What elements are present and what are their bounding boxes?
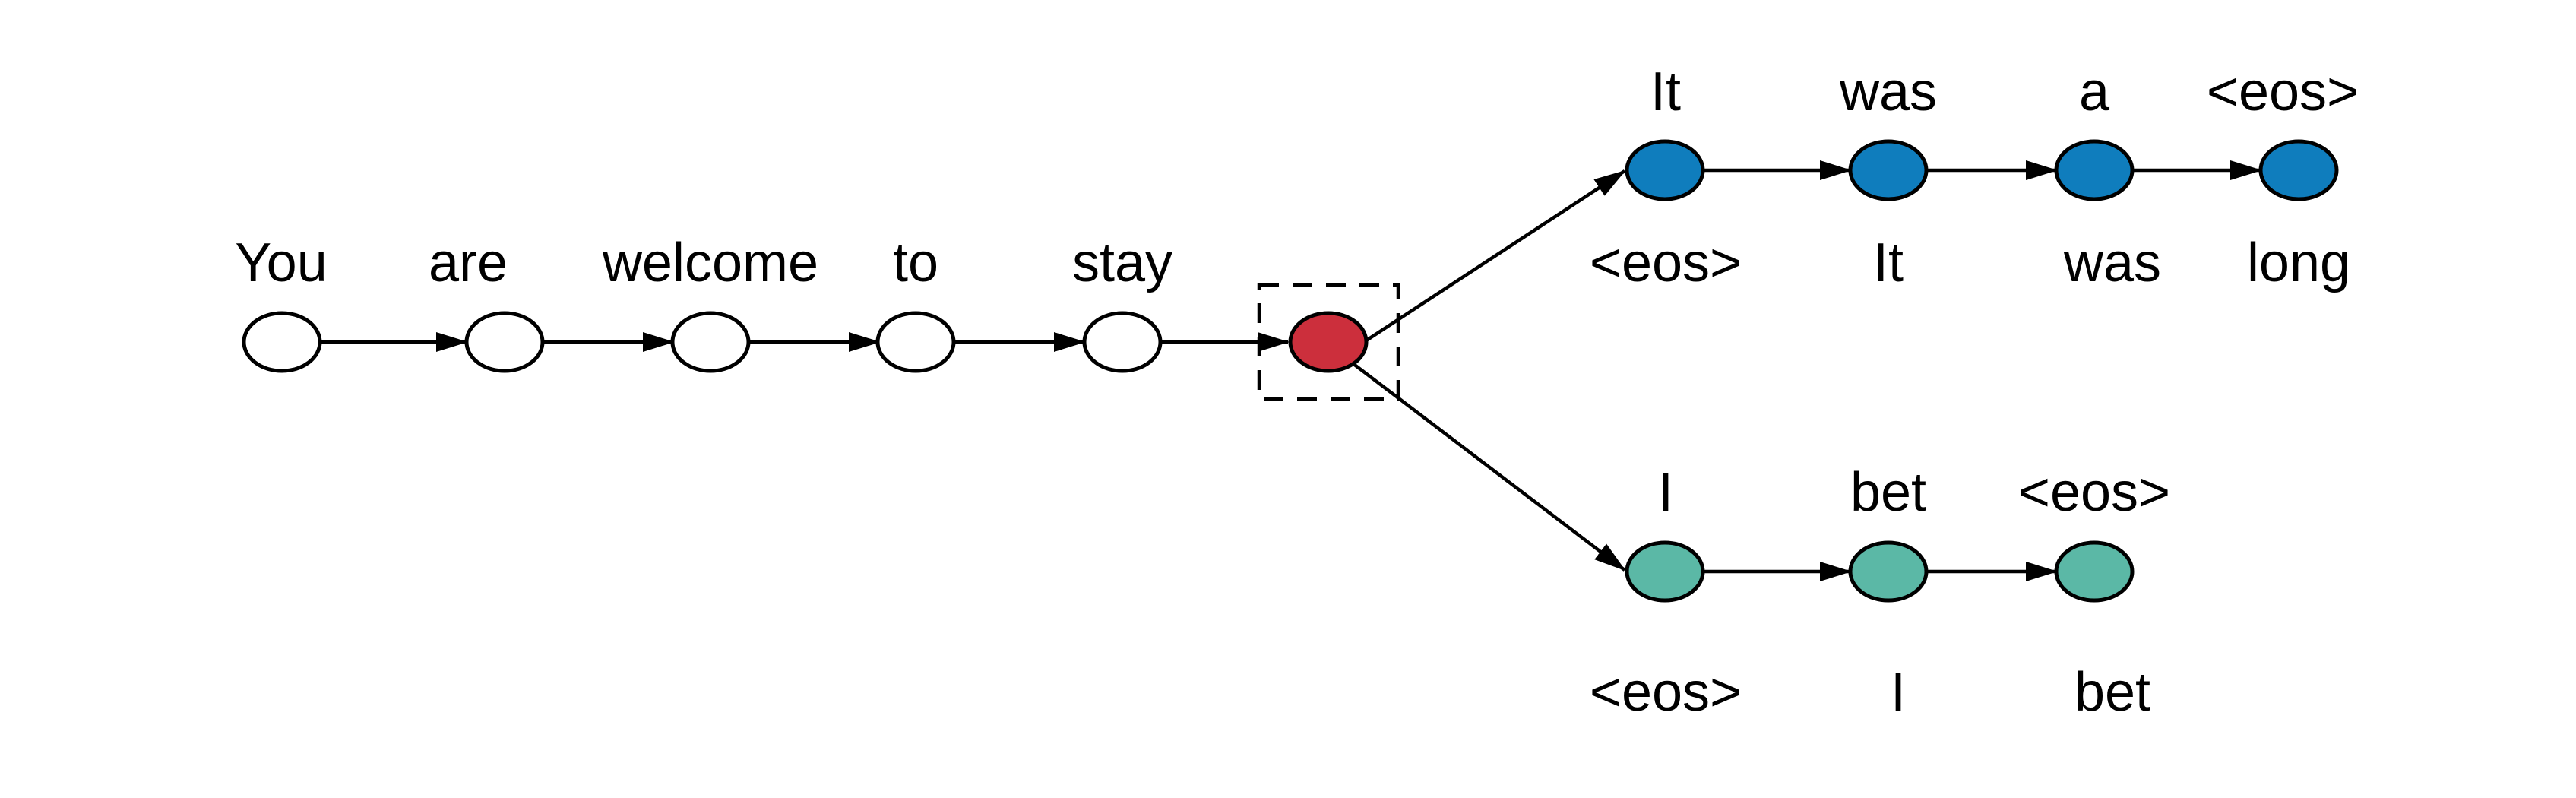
bottom-node-2 — [2054, 540, 2135, 603]
top-output-0: It — [1650, 62, 1681, 122]
context-selection-box — [1257, 283, 1400, 401]
encoder-node-3 — [875, 311, 956, 373]
top-node-2 — [2054, 139, 2135, 201]
bottom-output-1: bet — [1850, 462, 1926, 523]
top-output-1: was — [1839, 62, 1937, 122]
encoder-node-1 — [464, 311, 545, 373]
context-group — [1257, 169, 1626, 572]
branch-top: It was a <eos> <eos> It was long — [1590, 62, 2359, 293]
top-node-1 — [1848, 139, 1929, 201]
bottom-output-0: I — [1658, 462, 1673, 523]
bottom-input-2: bet — [2074, 662, 2150, 723]
branch-top-connector — [1362, 169, 1626, 344]
top-output-2: a — [2079, 62, 2110, 122]
branch-bottom: I bet <eos> <eos> I bet — [1590, 462, 2170, 723]
context-node — [1288, 311, 1369, 373]
top-node-3 — [2258, 139, 2339, 201]
top-output-3: <eos> — [2207, 62, 2359, 122]
encoder-word-3: to — [893, 233, 938, 293]
encoder-word-4: stay — [1072, 233, 1172, 293]
encoder-node-0 — [242, 311, 322, 373]
top-input-0: <eos> — [1590, 233, 1742, 293]
bottom-input-1: I — [1891, 662, 1906, 723]
encoder-word-2: welcome — [602, 233, 818, 293]
encoder-word-0: You — [235, 233, 328, 293]
encoder-node-4 — [1082, 311, 1163, 373]
top-input-1: It — [1873, 233, 1904, 293]
encoder-word-1: are — [429, 233, 508, 293]
branch-bottom-connector — [1351, 362, 1626, 572]
bottom-node-1 — [1848, 540, 1929, 603]
encoder-node-2 — [670, 311, 751, 373]
encoder-chain: You are welcome to stay — [235, 233, 1290, 373]
top-input-2: was — [2063, 233, 2161, 293]
bottom-output-2: <eos> — [2018, 462, 2170, 523]
top-node-0 — [1625, 139, 1705, 201]
top-input-3: long — [2247, 233, 2350, 293]
bottom-input-0: <eos> — [1590, 662, 1742, 723]
bottom-node-0 — [1625, 540, 1705, 603]
